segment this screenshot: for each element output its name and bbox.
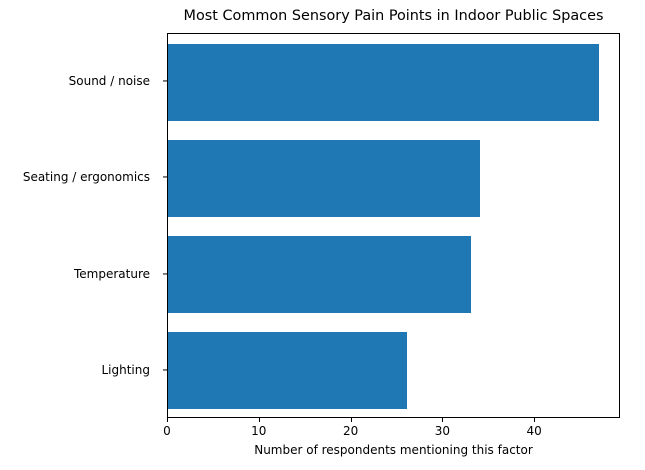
x-tick-mark [534,418,536,422]
y-axis-tick-marks [163,33,167,418]
x-tick-label: 20 [342,424,359,438]
x-tick-label: 0 [163,424,171,438]
bar [168,236,471,314]
y-tick-mark [163,176,167,178]
y-tick-label: Seating / ergonomics [22,170,150,185]
plot-area [167,33,620,418]
y-tick-label: Lighting [101,362,150,377]
y-tick-label: Temperature [73,266,150,281]
x-tick-mark [350,418,352,422]
bars-layer [168,34,619,417]
y-tick-mark [163,80,167,82]
x-tick-mark [258,418,260,422]
x-tick-label: 30 [434,424,451,438]
x-axis-label: Number of respondents mentioning this fa… [254,443,533,457]
bar [168,43,600,121]
y-tick-mark [163,369,167,371]
bar [168,332,407,410]
x-tick-mark [167,418,169,422]
x-tick-label: 40 [526,424,542,438]
x-tick-mark [442,418,444,422]
x-axis-tick-marks [167,418,620,424]
chart-title: Most Common Sensory Pain Points in Indoo… [183,8,604,24]
y-tick-mark [163,273,167,275]
bar [168,139,481,217]
x-tick-label: 10 [251,424,267,438]
y-tick-label: Sound / noise [68,74,150,89]
